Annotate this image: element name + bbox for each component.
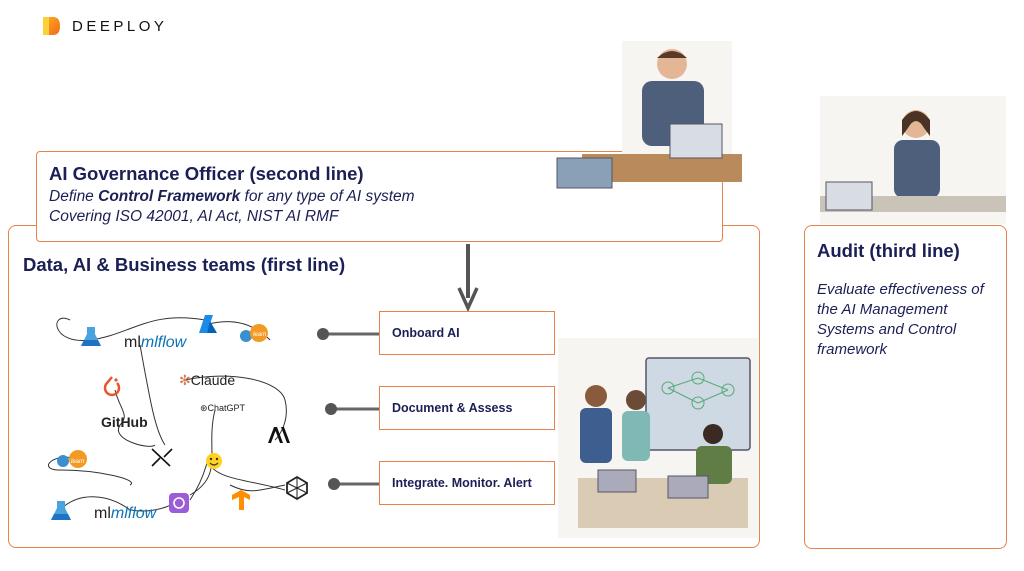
azure-ml-flask-icon <box>81 327 101 346</box>
action-document-assess[interactable]: Document & Assess <box>379 386 555 430</box>
pytorch-icon <box>103 376 121 397</box>
governance-line-1: Define Control Framework for any type of… <box>49 188 415 205</box>
audit-panel: Audit (third line) Evaluate effectivenes… <box>804 225 1007 549</box>
deeploy-logo-icon <box>43 17 60 35</box>
audit-description: Evaluate effectiveness of the AI Managem… <box>817 281 984 358</box>
first-line-title: Data, AI & Business teams (first line) <box>23 254 346 275</box>
governance-panel: AI Governance Officer (second line) Defi… <box>36 151 723 242</box>
anthropic-icon <box>268 427 290 443</box>
team-illustration <box>558 338 758 538</box>
svg-text:learn: learn <box>253 332 267 338</box>
tensorflow-icon <box>232 490 250 510</box>
action-onboard-ai[interactable]: Onboard AI <box>379 311 555 355</box>
action-integrate-monitor-alert[interactable]: Integrate. Monitor. Alert <box>379 461 555 505</box>
sklearn-icon-2: learn <box>57 450 87 468</box>
azure-icon <box>199 315 217 333</box>
governance-officer-illustration <box>556 41 742 189</box>
control-framework-bold: Control Framework <box>98 188 241 205</box>
svg-text:learn: learn <box>71 459 85 465</box>
xai-icon <box>151 448 173 467</box>
claude-logo: ✻Claude <box>179 372 236 388</box>
openvino-icon <box>286 475 308 501</box>
azure-ml-flask-icon-2 <box>51 501 71 520</box>
brand-name: DEEPLOY <box>72 17 168 35</box>
openai-assistant-icon <box>169 493 189 513</box>
github-logo: GitHub <box>101 414 148 430</box>
chatgpt-logo: ⊛ChatGPT <box>200 403 246 413</box>
audit-title: Audit (third line) <box>817 240 960 261</box>
brand-logo: DEEPLOY <box>40 12 167 40</box>
connectors <box>317 328 379 490</box>
down-arrow-icon <box>457 244 479 313</box>
auditor-illustration <box>820 96 1006 224</box>
governance-title: AI Governance Officer (second line) <box>49 163 364 184</box>
governance-line-2: Covering ISO 42001, AI Act, NIST AI RMF <box>49 208 339 225</box>
sklearn-icon-1: learn <box>240 324 268 342</box>
mlflow-logo-1: mlmlflow <box>124 334 187 351</box>
huggingface-icon <box>206 453 222 469</box>
mlflow-logo-2: mlmlflow <box>94 505 157 522</box>
